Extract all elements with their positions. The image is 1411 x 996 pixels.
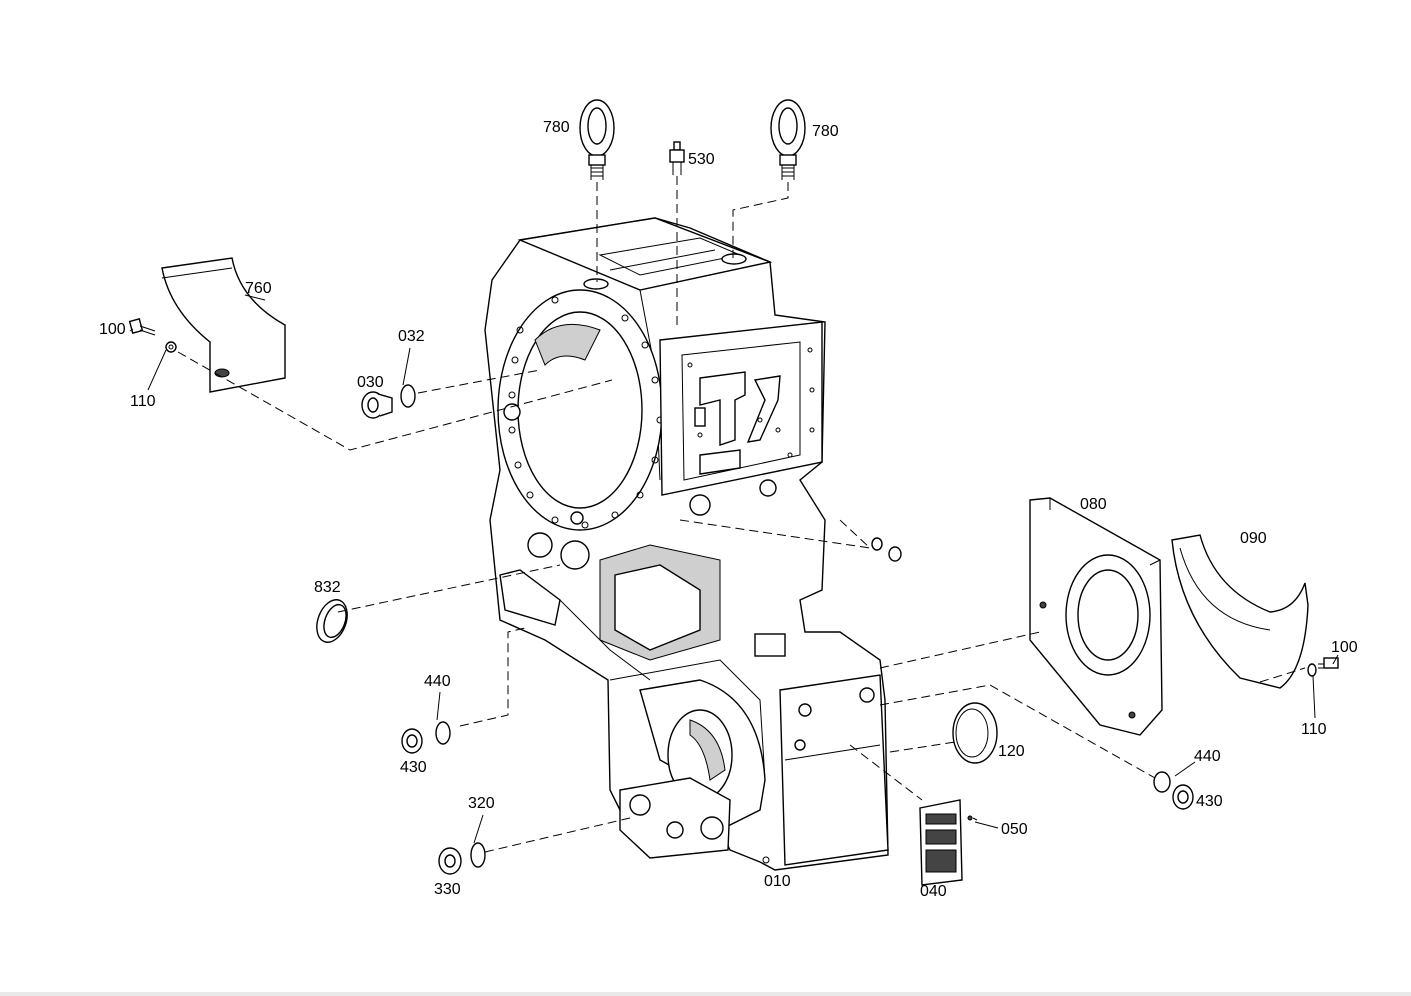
nameplate-040 [919,799,963,886]
label-032: 032 [398,328,425,345]
eye-bolt-right [770,99,806,180]
plug-030 [361,391,393,419]
label-010: 010 [764,873,791,890]
o-ring-440-right [1153,771,1171,793]
rivet-050 [967,815,973,821]
label-110-right: 110 [1301,721,1327,738]
label-100-left: 100 [99,321,126,338]
label-120: 120 [998,743,1025,760]
label-ticks [129,294,1339,844]
bolt-and-washer-left [128,318,177,353]
transmission-housing [484,217,889,871]
eye-bolt-left [579,99,615,180]
o-ring-032 [400,384,416,408]
label-530: 530 [688,151,715,168]
label-030: 030 [357,374,384,391]
label-320: 320 [468,795,495,812]
curved-cover-plate [161,257,286,393]
label-040: 040 [920,883,947,900]
part-labels: 780 780 530 760 100 110 032 030 080 090 … [99,119,1358,900]
seal-ring-832 [316,599,348,643]
bottom-edge-bar [0,992,1411,996]
label-780-left: 780 [543,119,570,136]
label-832: 832 [314,579,341,596]
label-780-right: 780 [812,123,839,140]
leader-lines [177,176,1306,853]
label-330: 330 [434,881,461,898]
label-110-left: 110 [130,393,156,410]
breather-valve [669,141,685,175]
plug-430-left [401,728,423,754]
label-100-right: 100 [1331,639,1358,656]
small-plug-pair [871,537,902,562]
curved-shield-090 [1171,534,1309,689]
plug-330 [438,847,462,875]
label-440-right: 440 [1194,748,1221,765]
label-430-left: 430 [400,759,427,776]
label-090: 090 [1240,530,1267,547]
round-cover-plate-080 [1029,497,1163,736]
bolt-and-washer-right [1307,657,1339,677]
plug-430-right [1172,784,1194,810]
cap-120 [952,702,998,764]
label-430-right: 430 [1196,793,1223,810]
o-ring-440-left [435,721,451,745]
o-ring-320 [470,842,486,868]
label-050: 050 [1001,821,1028,838]
label-080: 080 [1080,496,1107,513]
label-440-left: 440 [424,673,451,690]
label-760: 760 [245,280,272,297]
